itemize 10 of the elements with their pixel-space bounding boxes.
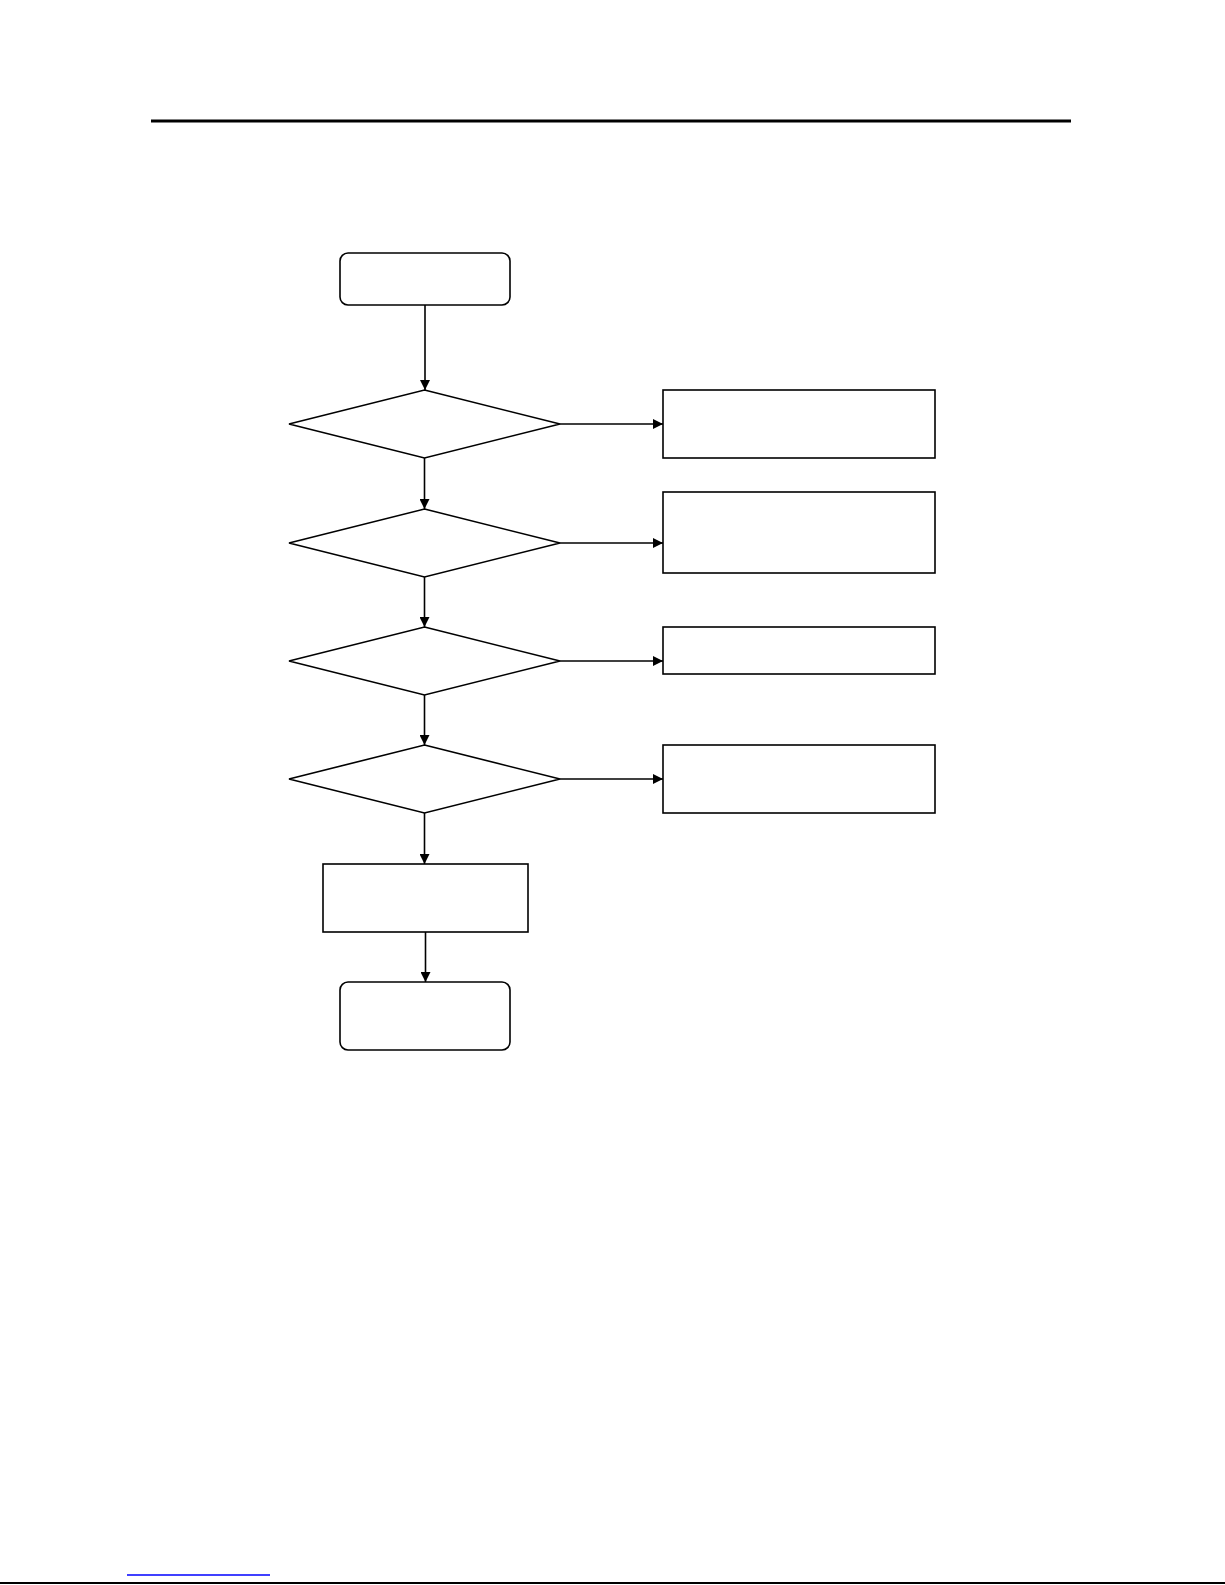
arrow	[559, 656, 664, 666]
arrow	[420, 304, 430, 391]
arrow	[559, 774, 664, 784]
arrow	[559, 538, 664, 548]
arrow	[419, 812, 430, 865]
arrow	[419, 576, 430, 628]
arrow	[419, 694, 430, 746]
arrow	[419, 457, 430, 510]
arrow	[559, 419, 664, 429]
arrow	[420, 931, 431, 983]
